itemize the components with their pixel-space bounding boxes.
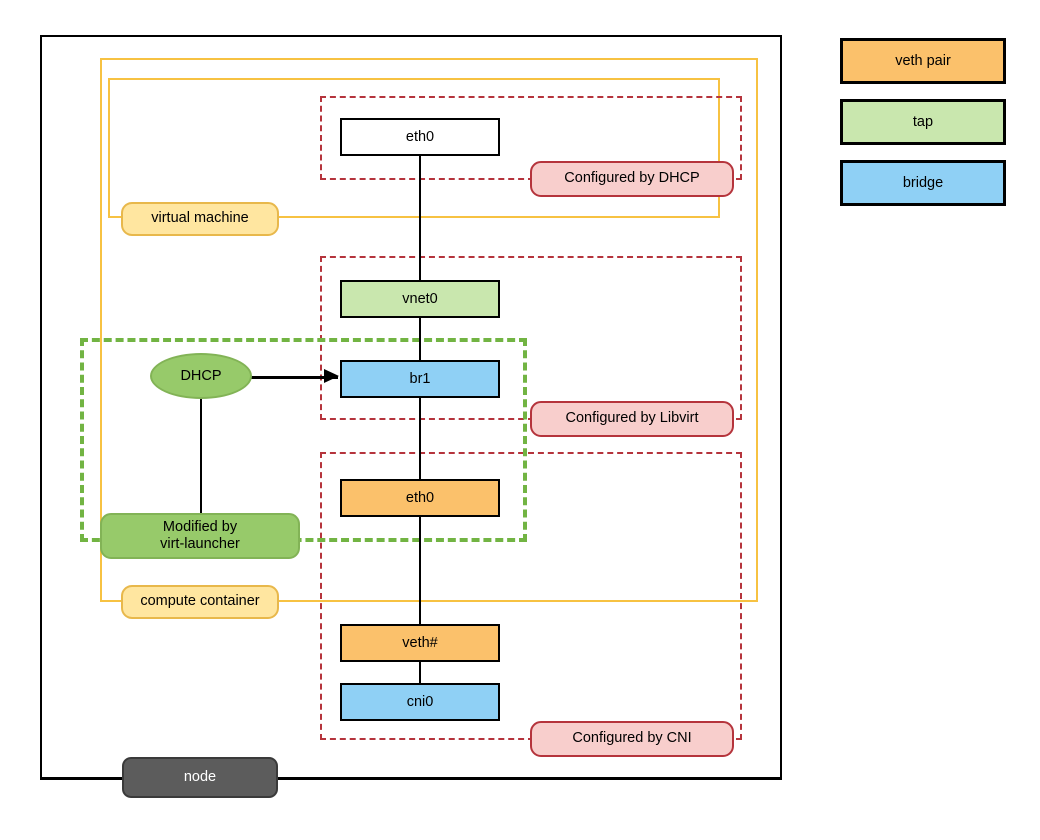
link-vmeth0-vnet0 [418,153,421,283]
callout-configured-by-libvirt[interactable]: Configured by Libvirt [530,401,734,437]
link-vnet0-br1 [418,316,421,364]
label-pill-compute-container[interactable]: compute container [121,585,279,619]
arrowhead-dhcp-br1 [324,369,339,383]
interface-box-pod-eth0[interactable]: eth0 [340,479,500,517]
link-br1-podeth0 [418,396,421,480]
compute-container-boundary [100,58,758,602]
virtual-machine-boundary [108,78,720,218]
virt-launcher-scope-group [80,338,527,542]
interface-box-vnet0[interactable]: vnet0 [340,280,500,318]
legend: veth pair tap bridge [840,38,1006,206]
service-modified-by-virt-launcher[interactable]: Modified by virt-launcher [100,513,300,559]
interface-box-vm-eth0[interactable]: eth0 [340,118,500,156]
modified-by-line1: Modified by [162,518,238,535]
callout-configured-by-cni[interactable]: Configured by CNI [530,721,734,757]
node-rule-left [40,777,122,780]
interface-box-veth-hash[interactable]: veth# [340,624,500,662]
link-dhcp-br1 [250,376,338,379]
service-dhcp[interactable]: DHCP [150,353,252,399]
legend-item-veth-pair[interactable]: veth pair [840,38,1006,84]
modified-by-line2: virt-launcher [160,536,240,552]
callout-configured-by-dhcp[interactable]: Configured by DHCP [530,161,734,197]
link-dhcp-virtlauncher [199,398,202,516]
label-pill-virtual-machine[interactable]: virtual machine [121,202,279,236]
legend-item-tap[interactable]: tap [840,99,1006,145]
legend-item-bridge[interactable]: bridge [840,160,1006,206]
interface-box-cni0[interactable]: cni0 [340,683,500,721]
label-pill-node[interactable]: node [122,757,278,798]
link-podeth0-veth [418,516,421,626]
interface-box-br1[interactable]: br1 [340,360,500,398]
node-rule-right [277,777,782,780]
link-veth-cni0 [418,662,421,684]
